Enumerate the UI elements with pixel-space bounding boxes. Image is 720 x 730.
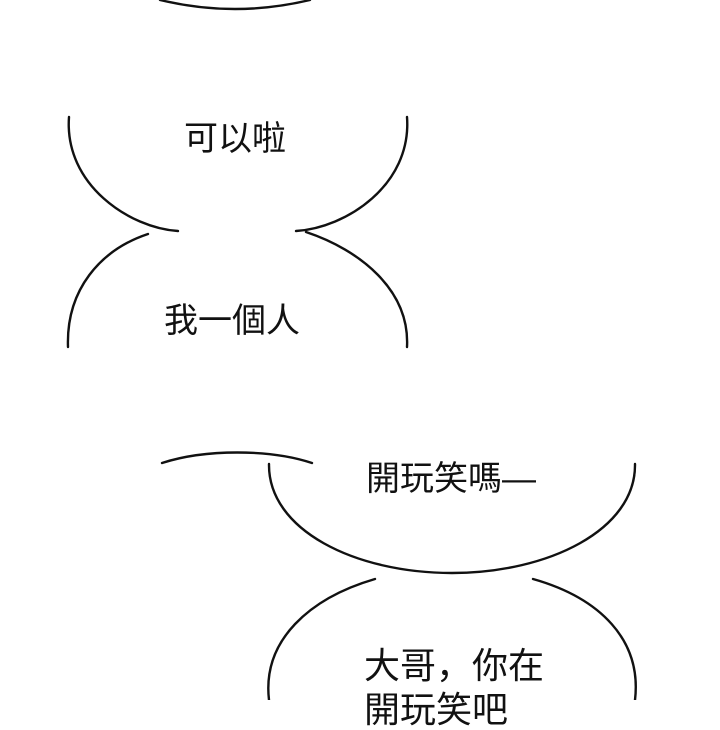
speech-bubble-1-text: 可以啦 bbox=[184, 120, 286, 158]
speech-bubble-3-text: 開玩笑嗎— bbox=[366, 460, 536, 498]
speech-bubble-1-outline-right bbox=[294, 115, 409, 233]
speech-bubble-3-outline bbox=[267, 462, 637, 575]
speech-bubble-2-outline bbox=[66, 232, 150, 349]
comic-panel: 可以啦 我一個人 開玩笑嗎— 大哥，你在 開玩笑吧 bbox=[66, 0, 637, 728]
speech-bubble-4-text-line-1: 大哥，你在 bbox=[364, 645, 545, 686]
partial-bubble-left bbox=[160, 451, 314, 465]
speech-bubble-outlines bbox=[66, 0, 637, 702]
partial-bubble-top bbox=[158, 0, 312, 11]
speech-bubble-4-text-line-2: 開玩笑吧 bbox=[364, 689, 509, 730]
speech-bubble-2-text: 我一個人 bbox=[164, 302, 300, 340]
speech-bubble-2-outline-right bbox=[304, 230, 409, 349]
speech-bubble-1-outline bbox=[67, 115, 180, 233]
speech-bubble-4-outline bbox=[267, 577, 377, 702]
speech-bubble-4-outline-right bbox=[531, 577, 637, 702]
